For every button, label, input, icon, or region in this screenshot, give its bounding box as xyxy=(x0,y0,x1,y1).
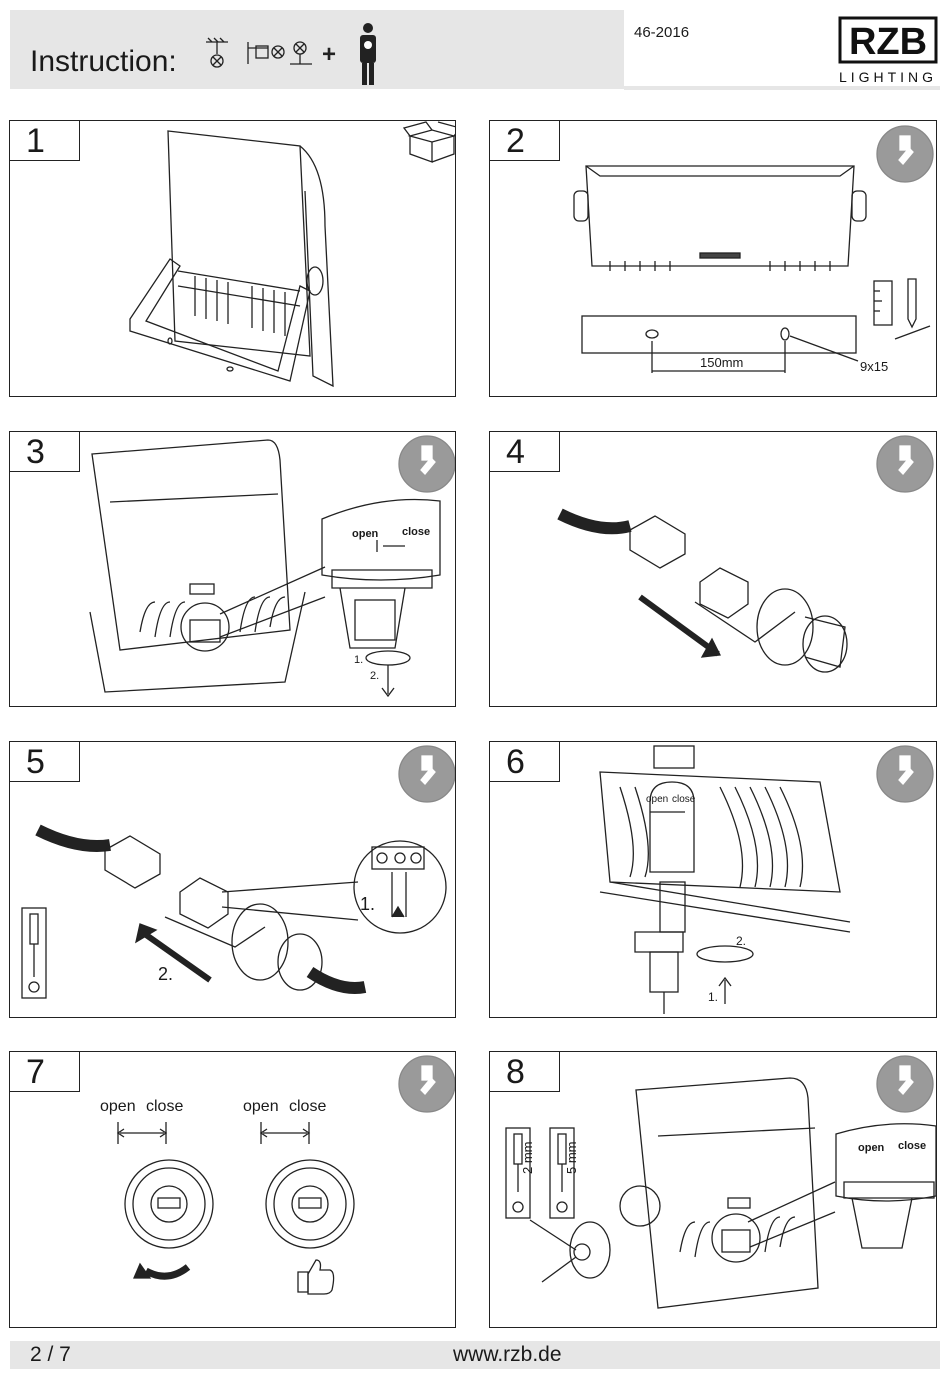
open-label-b: open xyxy=(243,1098,279,1115)
open-label: open xyxy=(858,1142,885,1154)
step-panel-7: 7 open close open close xyxy=(9,1051,456,1328)
step-3-illustration xyxy=(89,435,455,698)
thumbs-up-icon xyxy=(297,1259,335,1295)
mounting-icons: + xyxy=(206,23,376,85)
tools-required-icon xyxy=(398,745,455,803)
step-number: 3 xyxy=(10,432,80,472)
step-panel-4: 4 xyxy=(489,431,937,707)
step-panel-2: 2 150mm 9x15 xyxy=(489,120,937,397)
step-panel-1: 1 xyxy=(9,120,456,397)
size-label-b: 5 mm xyxy=(564,1141,579,1175)
open-label: open xyxy=(352,528,379,540)
action-1-label: 1. xyxy=(354,654,364,666)
close-label-b: close xyxy=(289,1098,327,1115)
step-panel-8: 8 2 mm 5 mm open close xyxy=(489,1051,937,1328)
screwdriver-2mm-icon xyxy=(505,1127,531,1219)
open-label: open xyxy=(646,794,669,805)
rzb-logo: RZB LIGHTING xyxy=(838,16,938,85)
hole-size-label: 9x15 xyxy=(860,359,889,374)
step-panel-3: 3 open close 1. 2. xyxy=(9,431,456,707)
svg-text:LIGHTING: LIGHTING xyxy=(839,69,937,85)
header-underline xyxy=(624,86,940,90)
tools-required-icon xyxy=(398,435,455,493)
size-label-a: 2 mm xyxy=(520,1141,535,1175)
close-label: close xyxy=(898,1140,927,1152)
website-link[interactable]: www.rzb.de xyxy=(453,1343,562,1366)
step-2-illustration xyxy=(573,125,934,373)
header-bar: Instruction: + xyxy=(10,10,624,89)
step-6-illustration xyxy=(599,745,934,1014)
tools-required-icon xyxy=(398,1055,455,1113)
action-2-label: 2. xyxy=(370,670,380,682)
close-label-a: close xyxy=(146,1098,184,1115)
step-number: 8 xyxy=(490,1052,560,1092)
step-4-illustration xyxy=(557,435,934,673)
document-code: 46-2016 xyxy=(634,24,690,41)
ruler-pencil-icon xyxy=(873,278,931,340)
step-number: 2 xyxy=(490,121,560,161)
action-2-label: 2. xyxy=(158,964,174,984)
tools-required-icon xyxy=(876,1055,934,1113)
tools-required-icon xyxy=(876,745,934,803)
step-8-illustration xyxy=(505,1055,936,1309)
step-number: 4 xyxy=(490,432,560,472)
footer-bar: 2 / 7 www.rzb.de xyxy=(10,1341,940,1369)
action-2-label: 2. xyxy=(736,934,747,948)
step-number: 7 xyxy=(10,1052,80,1092)
floor-mount-icon xyxy=(290,41,312,65)
step-1-illustration xyxy=(129,121,455,388)
close-label: close xyxy=(672,794,696,805)
ceiling-mount-icon xyxy=(206,37,228,68)
open-label-a: open xyxy=(100,1098,136,1115)
step-number: 5 xyxy=(10,742,80,782)
screwdriver-icon xyxy=(21,907,47,999)
step-panel-6: 6 open close 2. 1. xyxy=(489,741,937,1018)
dimension-label: 150mm xyxy=(700,355,744,370)
step-5-illustration xyxy=(21,745,455,999)
instruction-title: Instruction: xyxy=(30,45,177,78)
svg-text:RZB: RZB xyxy=(849,21,927,63)
tools-required-icon xyxy=(876,435,934,493)
wall-mount-icon xyxy=(247,42,285,64)
step-7-illustration xyxy=(116,1055,455,1295)
action-1-label: 1. xyxy=(708,990,719,1004)
step-number: 6 xyxy=(490,742,560,782)
step-panel-5: 5 1. 2. xyxy=(9,741,456,1018)
electrician-icon xyxy=(360,23,376,85)
close-label: close xyxy=(402,526,431,538)
package-open-icon xyxy=(402,121,455,163)
tools-required-icon xyxy=(876,125,934,183)
step-number: 1 xyxy=(10,121,80,161)
page-number: 2 / 7 xyxy=(30,1343,71,1366)
screwdriver-5mm-icon xyxy=(549,1127,575,1219)
action-1-label: 1. xyxy=(360,894,376,914)
plus-sign: + xyxy=(322,41,336,68)
